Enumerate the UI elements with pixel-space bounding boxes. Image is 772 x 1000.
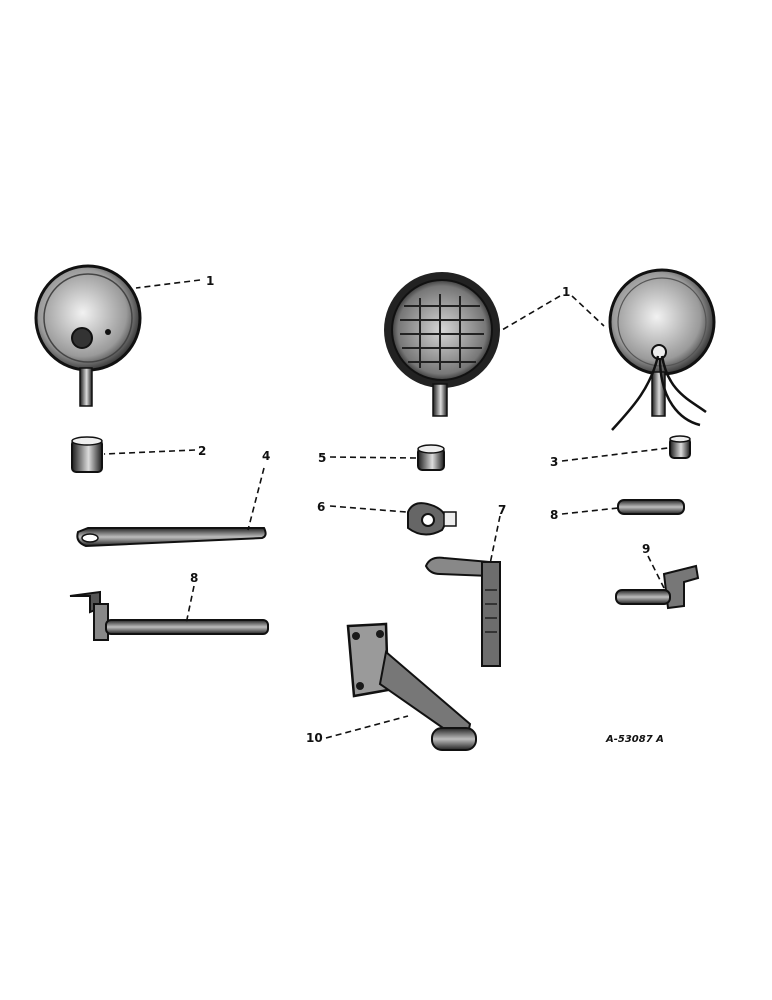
callout-9: 9: [642, 542, 650, 556]
spacer-part-3: [669, 435, 691, 459]
clamp-part-6: [407, 502, 457, 536]
callout-8-right: 8: [550, 508, 558, 522]
spacer-part-5: [417, 444, 445, 471]
callout-4: 4: [262, 449, 270, 463]
callout-2: 2: [198, 444, 206, 458]
leader-lines: [103, 279, 669, 739]
callout-1-right: 1: [562, 285, 570, 299]
angle-bracket-part-7: [424, 556, 501, 667]
callout-8-left: 8: [190, 571, 198, 585]
bar-part-4: [76, 527, 267, 548]
callout-6: 6: [317, 500, 325, 514]
mount-bracket-part-10: [346, 622, 477, 751]
callout-5: 5: [318, 451, 326, 465]
lamp-right-back: [608, 268, 716, 431]
lamp-center-front: [384, 272, 500, 417]
drawing-reference: A-53087 A: [605, 734, 664, 745]
callout-3: 3: [550, 455, 558, 469]
bracket-part-9: [615, 564, 700, 610]
lamp-left-back: [34, 264, 142, 407]
callout-10: 10: [306, 731, 323, 745]
callout-1-left: 1: [206, 274, 214, 288]
spacer-part-2: [71, 436, 103, 473]
bolt-part-8-right: [617, 499, 685, 515]
bracket-part-8-left: [69, 590, 269, 641]
callout-7: 7: [498, 503, 506, 517]
